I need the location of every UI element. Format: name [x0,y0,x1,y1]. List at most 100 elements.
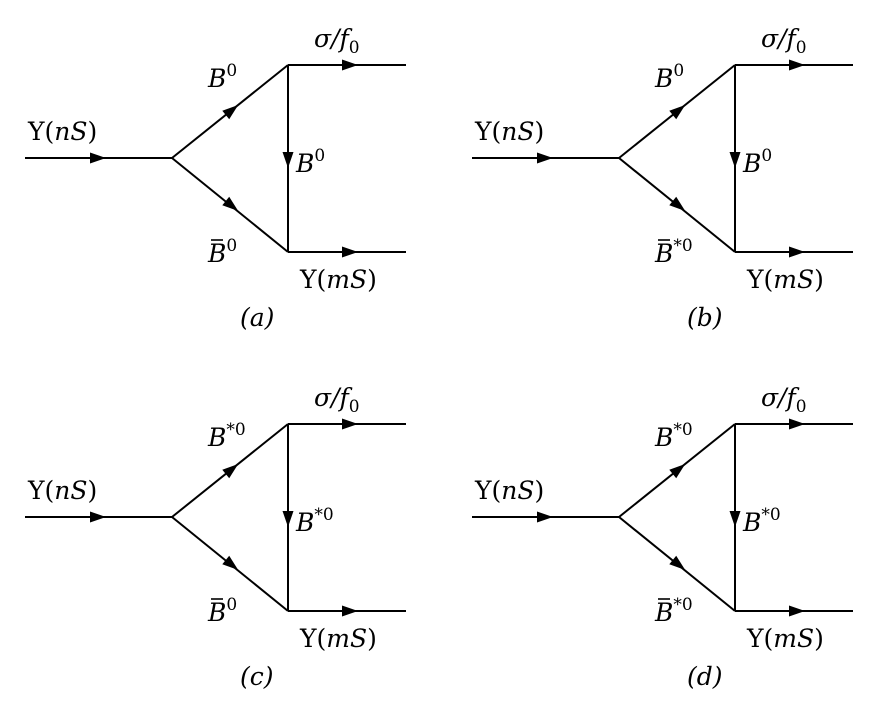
meson-superscript: 0 [226,61,237,81]
paren-open: ( [492,476,502,505]
lower-internal-arrow [222,196,239,211]
upsilon-symbol: Υ [746,624,764,653]
paren-close: ) [88,476,98,505]
subscript-0: 0 [349,397,360,417]
lower-internal-label: B*0 [654,236,693,268]
exchange-label: B*0 [295,505,334,537]
exchange-arrow [729,511,741,527]
incoming-label: Υ(nS) [27,476,97,505]
feynman-diagram-d: Υ(nS)σ/f0Υ(mS)B*0B*0B*0(d) [472,383,853,691]
lower-outgoing-label: Υ(mS) [746,265,824,294]
lower-outgoing-arrow [789,605,805,617]
diagram-caption: (c) [240,662,274,691]
upper-outgoing-arrow [342,418,358,430]
lower-internal-label: B0 [207,595,237,627]
meson-superscript: *0 [226,420,245,440]
meson-superscript: *0 [314,505,333,525]
paren-open: ( [317,624,327,653]
meson-base: B [654,239,673,268]
lower-internal-arrow [669,196,686,211]
upper-internal-arrow [222,464,239,479]
incoming-arrow [90,511,106,523]
lower-outgoing-label: Υ(mS) [299,265,377,294]
incoming-arrow [90,152,106,164]
state-label: nS [501,117,534,146]
incoming-label: Υ(nS) [27,117,97,146]
upper-outgoing-label: σ/f0 [761,24,807,58]
state-label: mS [326,265,367,294]
meson-superscript: 0 [314,146,325,166]
meson-superscript: *0 [673,595,692,615]
meson-superscript: *0 [761,505,780,525]
state-label: nS [501,476,534,505]
incoming-label: Υ(nS) [474,117,544,146]
exchange-arrow [729,152,741,168]
lower-outgoing-label: Υ(mS) [299,624,377,653]
meson-base: B [742,508,761,537]
meson-superscript: 0 [673,61,684,81]
paren-open: ( [764,265,774,294]
meson-superscript: 0 [761,146,772,166]
lower-outgoing-arrow [342,605,358,617]
paren-close: ) [814,265,824,294]
sigma-f-text: σ/f [314,383,352,412]
paren-open: ( [45,117,55,146]
meson-superscript: *0 [673,420,692,440]
upper-internal-label: B0 [654,61,684,93]
paren-close: ) [367,265,377,294]
meson-base: B [207,64,226,93]
state-label: nS [54,476,87,505]
diagram-caption: (a) [240,303,274,332]
subscript-0: 0 [349,38,360,58]
meson-base: B [654,64,673,93]
subscript-0: 0 [796,38,807,58]
upsilon-symbol: Υ [299,624,317,653]
meson-superscript: *0 [673,236,692,256]
lower-internal-arrow [669,555,686,570]
diagram-caption: (d) [687,662,723,691]
upsilon-symbol: Υ [299,265,317,294]
exchange-label: B0 [295,146,325,178]
upper-internal-arrow [669,105,686,120]
meson-base: B [295,508,314,537]
paren-open: ( [45,476,55,505]
paren-close: ) [88,117,98,146]
incoming-arrow [537,152,553,164]
upper-internal-label: B0 [207,61,237,93]
lower-outgoing-arrow [342,246,358,258]
upper-outgoing-arrow [789,418,805,430]
upsilon-symbol: Υ [27,476,45,505]
sigma-f-text: σ/f [761,24,799,53]
paren-close: ) [535,117,545,146]
paren-close: ) [535,476,545,505]
upsilon-symbol: Υ [27,117,45,146]
meson-superscript: 0 [226,595,237,615]
upsilon-symbol: Υ [474,476,492,505]
upsilon-symbol: Υ [746,265,764,294]
upper-internal-arrow [222,105,239,120]
paren-open: ( [764,624,774,653]
meson-base: B [207,423,226,452]
lower-outgoing-label: Υ(mS) [746,624,824,653]
state-label: mS [773,265,814,294]
exchange-label: B*0 [742,505,781,537]
state-label: mS [773,624,814,653]
paren-close: ) [367,624,377,653]
upper-internal-label: B*0 [654,420,693,452]
paren-close: ) [814,624,824,653]
meson-superscript: 0 [226,236,237,256]
meson-base: B [742,149,761,178]
incoming-label: Υ(nS) [474,476,544,505]
feynman-diagram-b: Υ(nS)σ/f0Υ(mS)B0B*0B0(b) [472,24,853,332]
upper-outgoing-arrow [342,59,358,71]
meson-base: B [654,423,673,452]
lower-internal-label: B0 [207,236,237,268]
upper-internal-label: B*0 [207,420,246,452]
upper-outgoing-label: σ/f0 [314,383,360,417]
meson-base: B [654,598,673,627]
exchange-label: B0 [742,146,772,178]
